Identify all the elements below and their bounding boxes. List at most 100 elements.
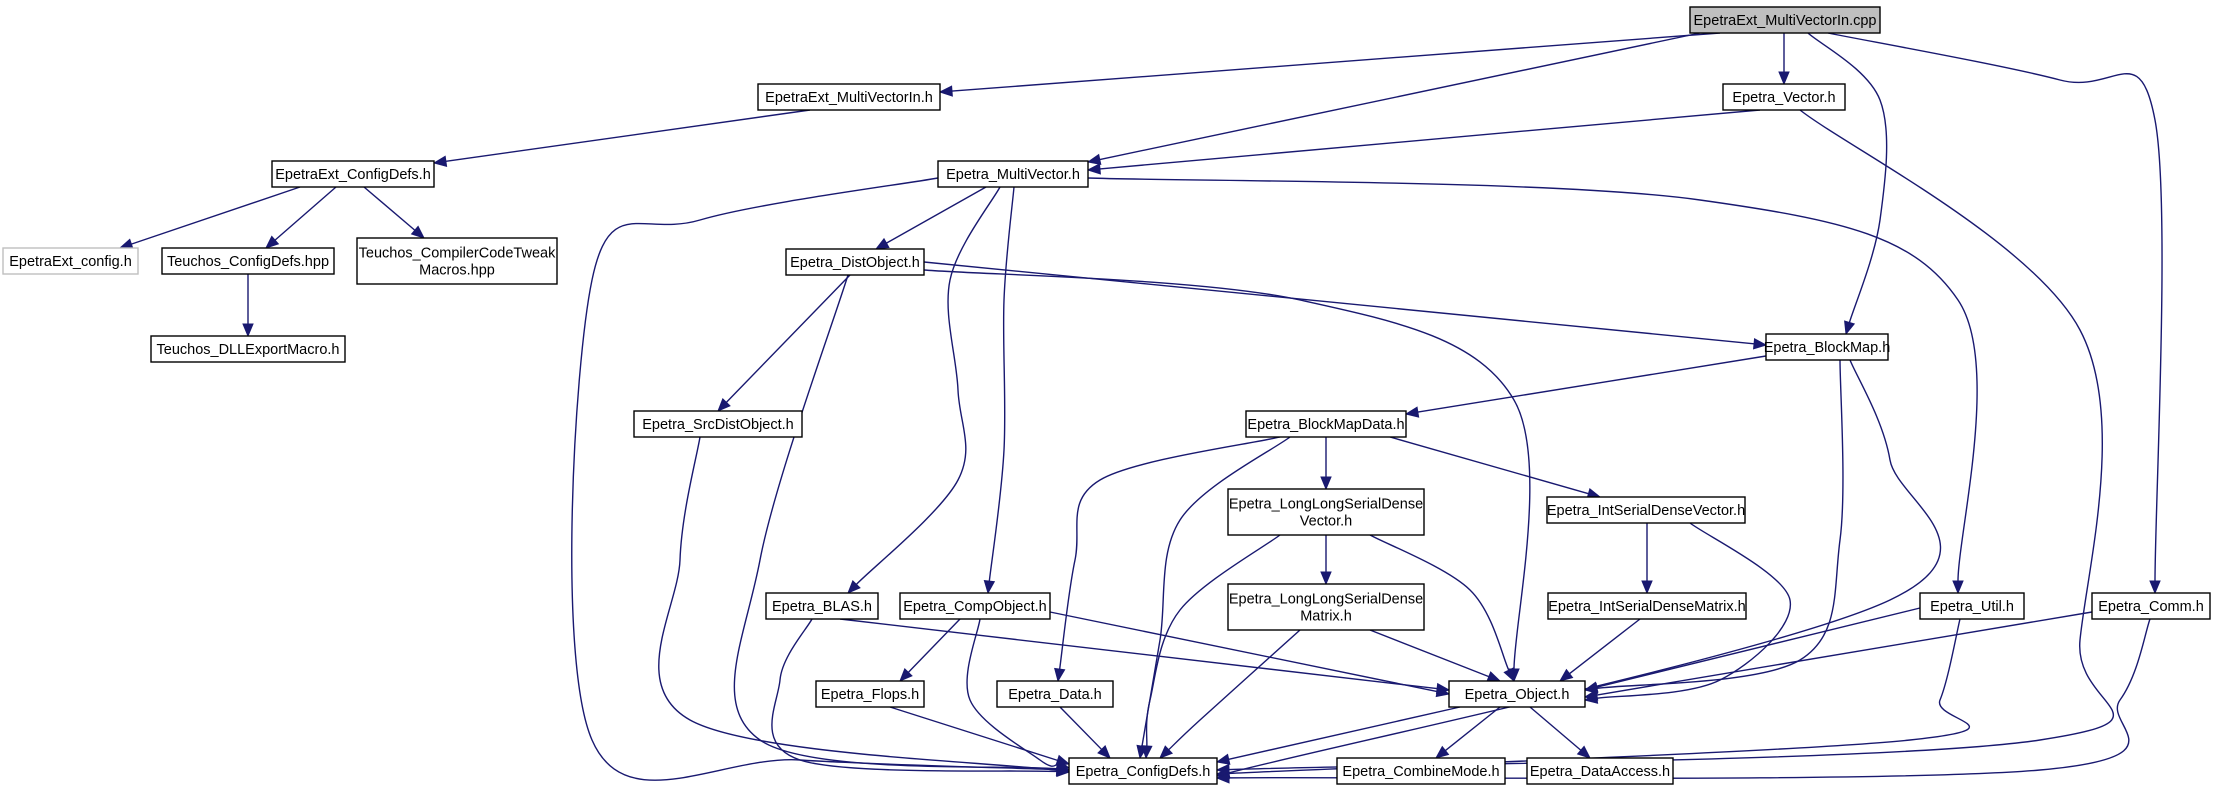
edge-line [725,274,851,403]
edge-ll_matrix-to-object [1369,629,1502,682]
node-combinemode[interactable]: Epetra_CombineMode.h [1336,757,1506,785]
edge-line [1369,534,1510,671]
node-label: Epetra_DataAccess.h [1530,764,1670,780]
edge-line [855,186,1001,585]
node-compobject[interactable]: Epetra_CompObject.h [899,592,1051,620]
edge-arrowhead [1086,153,1102,166]
node-box [1245,410,1407,438]
node-box [2091,592,2211,620]
node-data[interactable]: Epetra_Data.h [996,680,1114,708]
node-int-matrix[interactable]: Epetra_IntSerialDenseMatrix.h [1547,592,1747,620]
node-box [1526,757,1674,785]
edge-line [966,618,1058,767]
edge-line [1228,706,1461,761]
node-cpp[interactable]: EpetraExt_MultiVectorIn.cpp [1689,6,1881,34]
node-flops[interactable]: Epetra_Flops.h [815,680,925,708]
node-label: Epetra_BlockMapData.h [1247,417,1404,433]
node-object[interactable]: Epetra_Object.h [1448,680,1586,708]
edge-arrowhead [1435,685,1451,698]
node-label: Teuchos_DLLExportMacro.h [157,342,340,358]
edge-line [1807,32,1888,323]
edge-vector_h-to-multivector_h [1086,109,1761,175]
node-srcdistobject[interactable]: Epetra_SrcDistObject.h [633,410,803,438]
edge-arrowhead [938,85,953,97]
edge-arrowhead [1641,580,1653,595]
node-box [785,248,925,276]
edge-line [923,269,1531,670]
edge-line [571,177,1058,781]
node-box [757,83,941,111]
edge-multivector_h-to-blas [847,186,1001,594]
node-configdefs[interactable]: Epetra_ConfigDefs.h [1068,757,1218,785]
edge-line [1596,522,1791,699]
edge-line [274,186,337,241]
edge-arrowhead [899,668,913,682]
edge-line [1569,618,1641,675]
edge-line [1228,109,2115,771]
node-box [1722,83,1846,111]
node-blockmap[interactable]: Epetra_BlockMap.h [1764,333,1891,361]
node-vector-h[interactable]: Epetra_Vector.h [1722,83,1846,111]
edge-line [1596,607,1921,688]
node-label: Epetra_LongLongSerialDense [1229,497,1423,513]
edge-line [445,109,811,163]
edge-arrowhead [1159,745,1174,759]
edge-arrowhead [1086,163,1101,175]
edge-object-to-dataaccess [1529,706,1591,759]
node-box [765,592,879,620]
edge-line [1827,32,2163,582]
node-label: Teuchos_ConfigDefs.hpp [167,254,329,270]
node-label: EpetraExt_config.h [9,254,132,270]
node-box [356,237,558,285]
node-blas[interactable]: Epetra_BLAS.h [765,592,879,620]
edge-ll_vector-to-ll_matrix [1320,535,1332,586]
edge-blockmap-to-blockmapdata [1404,355,1767,418]
node-mvin-h[interactable]: EpetraExt_MultiVectorIn.h [757,83,941,111]
node-multivector-h[interactable]: Epetra_MultiVector.h [937,160,1089,188]
edge-line [1049,611,1438,693]
edge-cpp-to-vector_h [1778,33,1790,86]
node-label: Epetra_Util.h [1930,599,2014,615]
edge-object-to-combinemode [1434,706,1501,759]
edge-line [1529,706,1582,751]
edge-line [363,186,416,231]
node-dataaccess[interactable]: Epetra_DataAccess.h [1526,757,1674,785]
edge-blockmap-to-object [1583,359,1844,694]
node-comm[interactable]: Epetra_Comm.h [2091,592,2211,620]
edge-line [1389,436,1589,495]
node-ext-configdefs[interactable]: EpetraExt_ConfigDefs.h [271,160,435,188]
edge-arrowhead [1778,71,1790,86]
node-ext-config[interactable]: EpetraExt_config.h [2,247,139,275]
node-teuchos-dll[interactable]: Teuchos_DLLExportMacro.h [150,335,346,363]
edge-line [1145,534,1281,747]
node-label: Epetra_LongLongSerialDense [1229,592,1423,608]
node-util[interactable]: Epetra_Util.h [1919,592,2025,620]
edge-arrowhead [1752,338,1768,350]
node-int-vector[interactable]: Epetra_IntSerialDenseVector.h [1546,496,1746,524]
edge-arrowhead [874,237,890,250]
edge-ext_configdefs-to-teuchos_tweak [363,186,425,239]
node-distobject[interactable]: Epetra_DistObject.h [785,248,925,276]
edge-line [1596,359,1844,690]
edge-line [131,186,301,245]
edge-arrowhead [1583,689,1599,701]
node-blockmapdata[interactable]: Epetra_BlockMapData.h [1245,410,1407,438]
edge-ext_configdefs-to-teuchos_configdefs [265,186,337,249]
edge-line [771,618,1058,773]
node-teuchos-configdefs[interactable]: Teuchos_ConfigDefs.hpp [161,247,335,275]
edge-arrowhead [1558,668,1574,682]
edge-line [839,618,1438,690]
edge-arrowhead [1434,745,1450,759]
edge-ll_vector-to-configdefs [1141,534,1281,760]
edge-arrowhead [1097,745,1111,759]
edge-compobject-to-object [1049,611,1451,698]
node-box [1765,333,1889,361]
node-label: Epetra_Flops.h [821,687,919,703]
edge-blockmapdata-to-data [1054,436,1281,683]
edge-arrowhead [1054,667,1066,683]
edge-multivector_h-to-distobject [874,186,987,250]
edge-arrowhead [1503,667,1515,683]
